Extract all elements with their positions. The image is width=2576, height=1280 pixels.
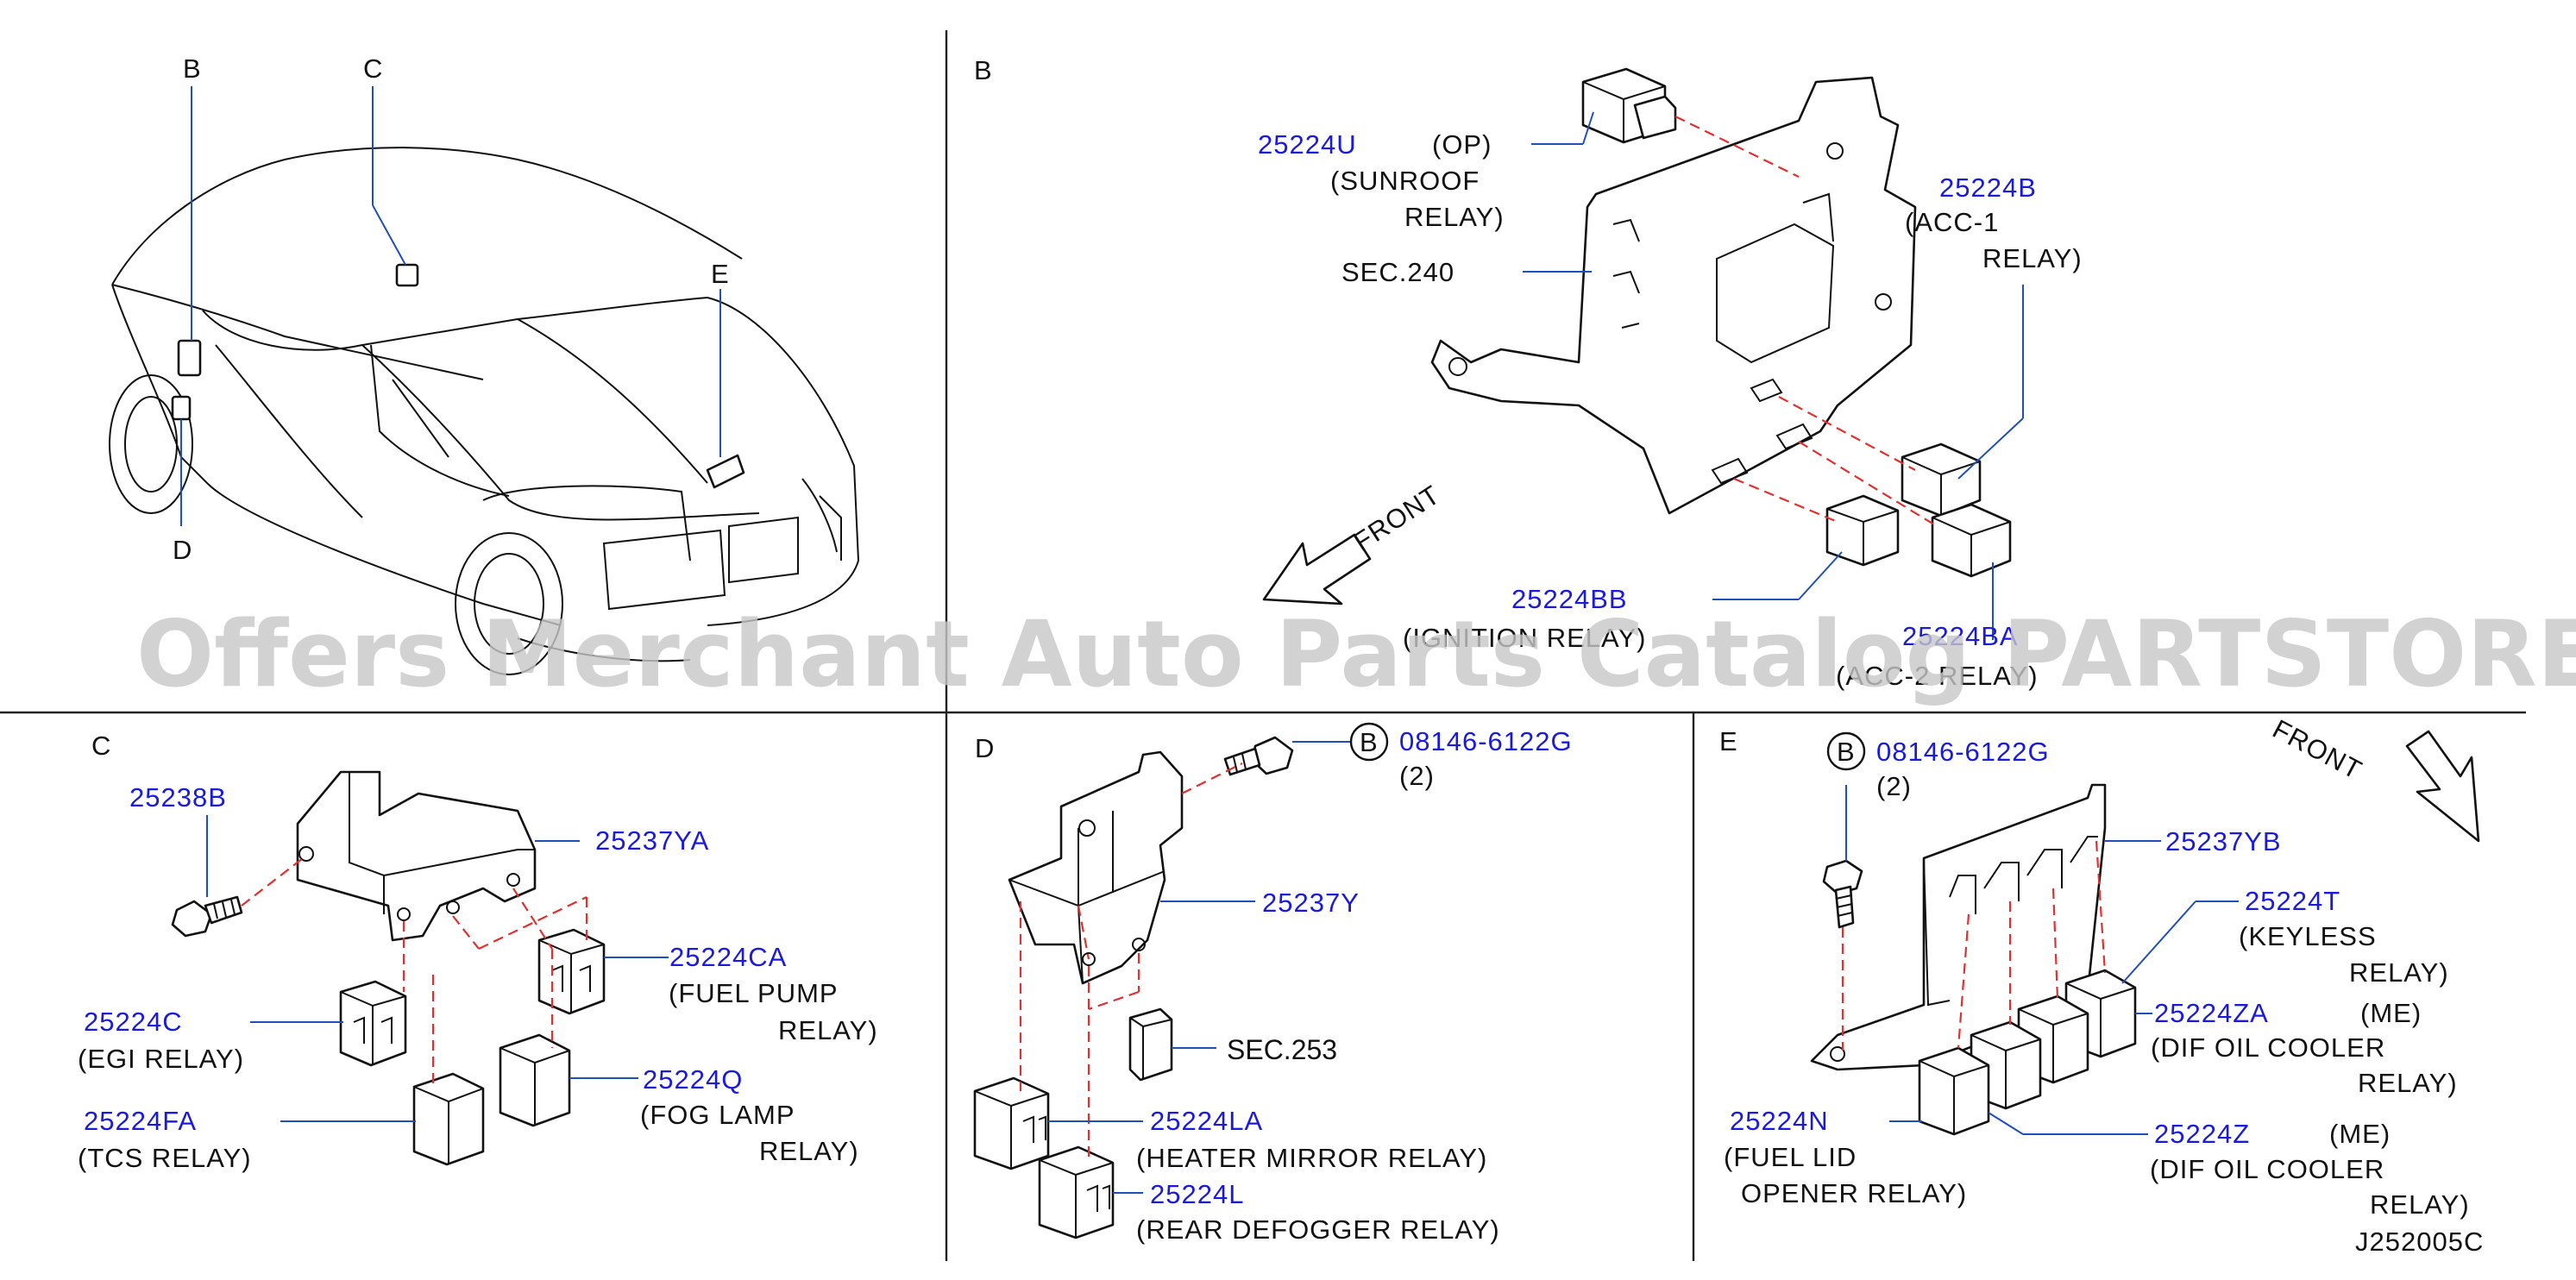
label-location-d: D	[173, 535, 192, 565]
label-op-b: (OP)	[1432, 129, 1492, 160]
leaders-e	[1845, 785, 2239, 1135]
label-sec253: SEC.253	[1227, 1034, 1337, 1065]
quantity-d: (2)	[1399, 761, 1435, 791]
label-fuel-pump-relay: RELAY)	[778, 1015, 878, 1045]
label-fuel-pump: (FUEL PUMP	[669, 978, 839, 1008]
label-fog-lamp: (FOG LAMP	[640, 1100, 795, 1130]
part-number-25224bb: 25224BB	[1511, 584, 1628, 614]
front-label-e: FRONT	[2268, 713, 2367, 785]
location-leaders	[180, 86, 721, 526]
label-sunroof-relay: RELAY)	[1404, 202, 1505, 232]
part-number-25224n: 25224N	[1730, 1106, 1829, 1136]
leaders-c	[206, 815, 669, 1122]
label-rear-defogger-relay: (REAR DEFOGGER RELAY)	[1136, 1214, 1500, 1245]
part-number-25224u: 25224U	[1258, 129, 1357, 160]
relay-location-markers	[171, 263, 745, 489]
panel-c-title: C	[91, 731, 111, 761]
leaders-d	[1048, 741, 1350, 1194]
label-opener-relay: OPENER RELAY)	[1741, 1178, 1967, 1208]
panel-vehicle: B C E D	[109, 53, 860, 675]
label-dif-oil-cooler-1: (DIF OIL COOLER	[2151, 1032, 2385, 1063]
label-fuel-lid: (FUEL LID	[1724, 1142, 1857, 1172]
label-dif-oil-cooler-relay-1: RELAY)	[2358, 1068, 2458, 1098]
relay-drawings-c	[339, 928, 606, 1166]
panel-b-title: B	[974, 55, 993, 85]
part-number-25224b: 25224B	[1939, 173, 2037, 203]
label-location-e: E	[711, 259, 730, 289]
front-arrow-b: FRONT	[1262, 480, 1446, 605]
panel-b: B	[974, 55, 2083, 691]
bolt-25238b	[171, 895, 243, 938]
mount-dashes-e	[1841, 840, 2107, 1051]
label-me-2: (ME)	[2329, 1119, 2391, 1149]
relay-drawings-b	[1825, 442, 2012, 578]
label-heater-mirror-relay: (HEATER MIRROR RELAY)	[1136, 1143, 1487, 1173]
quantity-e: (2)	[1876, 771, 1912, 801]
bolt-callout-d: B	[1349, 722, 1389, 762]
label-sec240: SEC.240	[1341, 257, 1454, 287]
car-outline	[109, 147, 860, 675]
label-ignition-relay: (IGNITION RELAY)	[1403, 623, 1646, 653]
label-me-1: (ME)	[2360, 998, 2422, 1028]
part-number-25224q: 25224Q	[643, 1064, 743, 1095]
panel-d-title: D	[975, 733, 995, 763]
part-number-08146-6122g-d: 08146-6122G	[1399, 726, 1573, 756]
panel-dividers	[0, 30, 2526, 1261]
bracket-25237ya	[296, 770, 537, 942]
label-dif-oil-cooler-relay-2: RELAY)	[2370, 1189, 2470, 1220]
part-number-25224t: 25224T	[2245, 886, 2340, 916]
part-number-25224l: 25224L	[1150, 1179, 1244, 1209]
label-tcs-relay: (TCS RELAY)	[78, 1143, 252, 1173]
panel-e: E FRONT	[1719, 713, 2484, 1257]
part-number-25224fa: 25224FA	[84, 1106, 197, 1136]
label-keyless: (KEYLESS	[2239, 921, 2377, 951]
bracket-25237y	[1008, 750, 1184, 985]
label-egi-relay: (EGI RELAY)	[78, 1044, 244, 1074]
label-keyless-relay: RELAY)	[2349, 957, 2449, 988]
part-number-25237y: 25237Y	[1262, 888, 1360, 918]
part-number-08146-6122g-e: 08146-6122G	[1876, 737, 2050, 767]
relay-drawings-e	[1918, 969, 2137, 1136]
panel-c: C	[78, 731, 878, 1173]
part-number-25224c: 25224C	[84, 1007, 183, 1037]
bolt-e	[1822, 859, 1863, 929]
part-number-25237ya: 25237YA	[595, 825, 709, 856]
part-number-25238b: 25238B	[129, 782, 227, 813]
relay-drawings-d	[973, 1076, 1115, 1239]
sunroof-relay-drawing	[1581, 67, 1677, 144]
panel-d: D	[973, 722, 1573, 1245]
part-number-25224z: 25224Z	[2154, 1119, 2250, 1149]
label-location-b: B	[183, 53, 202, 84]
mount-dashes-d	[1019, 762, 1243, 1160]
diagram-code: J252005C	[2355, 1227, 2484, 1257]
bolt-d	[1223, 736, 1294, 776]
part-number-25224ca: 25224CA	[669, 942, 787, 972]
label-dif-oil-cooler-2: (DIF OIL COOLER	[2150, 1154, 2384, 1184]
label-acc2-relay: (ACC-2 RELAY)	[1836, 661, 2039, 691]
label-sunroof: (SUNROOF	[1330, 166, 1480, 196]
relay-bracket-sec240	[1430, 76, 1917, 515]
part-number-25224la: 25224LA	[1150, 1106, 1263, 1136]
leaders-b	[1523, 111, 2024, 640]
relay-mount-dashes	[1674, 116, 1938, 527]
label-fog-lamp-relay: RELAY)	[759, 1136, 859, 1166]
label-acc1: (ACC-1	[1905, 207, 1999, 237]
part-number-25224ba: 25224BA	[1902, 621, 2019, 651]
part-number-25237yb: 25237YB	[2165, 826, 2282, 856]
label-location-c: C	[363, 53, 383, 84]
callout-b-e: B	[1837, 737, 1856, 767]
bolt-callout-e: B	[1826, 731, 1866, 771]
front-label-b: FRONT	[1348, 480, 1446, 557]
mount-dashes-c	[241, 855, 588, 1087]
front-arrow-e: FRONT	[2268, 713, 2480, 843]
callout-b-d: B	[1360, 727, 1379, 757]
watermark-text: Offers Merchant Auto Parts Catalog PARTS…	[136, 601, 2576, 707]
label-acc1-relay: RELAY)	[1982, 243, 2083, 273]
panel-e-title: E	[1719, 726, 1738, 756]
sec253-component	[1128, 1007, 1173, 1082]
part-number-25224za: 25224ZA	[2154, 998, 2269, 1028]
